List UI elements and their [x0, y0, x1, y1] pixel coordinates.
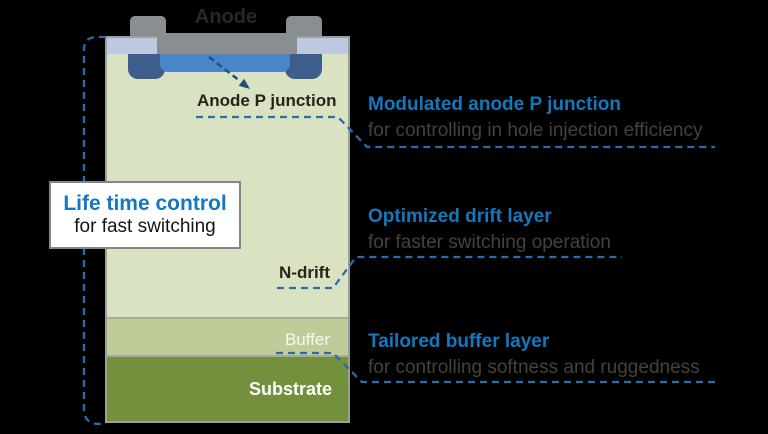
annotation2-connector [277, 255, 622, 290]
annotation1-connector [196, 115, 715, 149]
p-junction-arrowhead [238, 78, 250, 89]
lifetime-control-title: Life time control [63, 192, 227, 215]
anode-contact-left [107, 38, 159, 54]
buffer-label: Buffer [284, 330, 330, 349]
annotation3-connector [276, 351, 716, 384]
annotation-title: Optimized drift layer [368, 206, 552, 227]
annotation-title: Tailored buffer layer [368, 331, 550, 352]
anode-electrode-tab-left [130, 16, 166, 36]
annotation-subtitle: for faster switching operation [368, 232, 611, 253]
p-junction-arrow-line [208, 56, 241, 82]
anode-label: Anode [194, 6, 258, 28]
lifetime-control-callout: Life time control for fast switching [49, 181, 241, 249]
substrate-label: Substrate [248, 379, 332, 399]
n-drift-label: N-drift [279, 263, 330, 282]
anode-p-junction-layer [160, 54, 290, 72]
anode-electrode-tab-right [286, 16, 322, 36]
anode-electrode-bar [157, 33, 297, 54]
annotation-subtitle: for controlling softness and ruggedness [368, 357, 700, 378]
p-well-right [285, 54, 322, 79]
buffer-layer [107, 317, 348, 357]
p-well-left [128, 54, 165, 79]
lifetime-control-subtitle: for fast switching [74, 216, 216, 238]
anode-contact-right [296, 38, 348, 54]
annotation-tailored-buffer-layer: Tailored buffer layer for controlling so… [368, 329, 700, 381]
anode-p-junction-label: Anode P junction [197, 91, 337, 110]
substrate-layer [107, 357, 348, 421]
annotation-subtitle: for controlling in hole injection effici… [368, 120, 703, 141]
annotation-modulated-anode-p-junction: Modulated anode P junction for controlli… [368, 92, 702, 144]
annotation-optimized-drift-layer: Optimized drift layer for faster switchi… [368, 204, 611, 256]
annotation-title: Modulated anode P junction [368, 94, 621, 115]
